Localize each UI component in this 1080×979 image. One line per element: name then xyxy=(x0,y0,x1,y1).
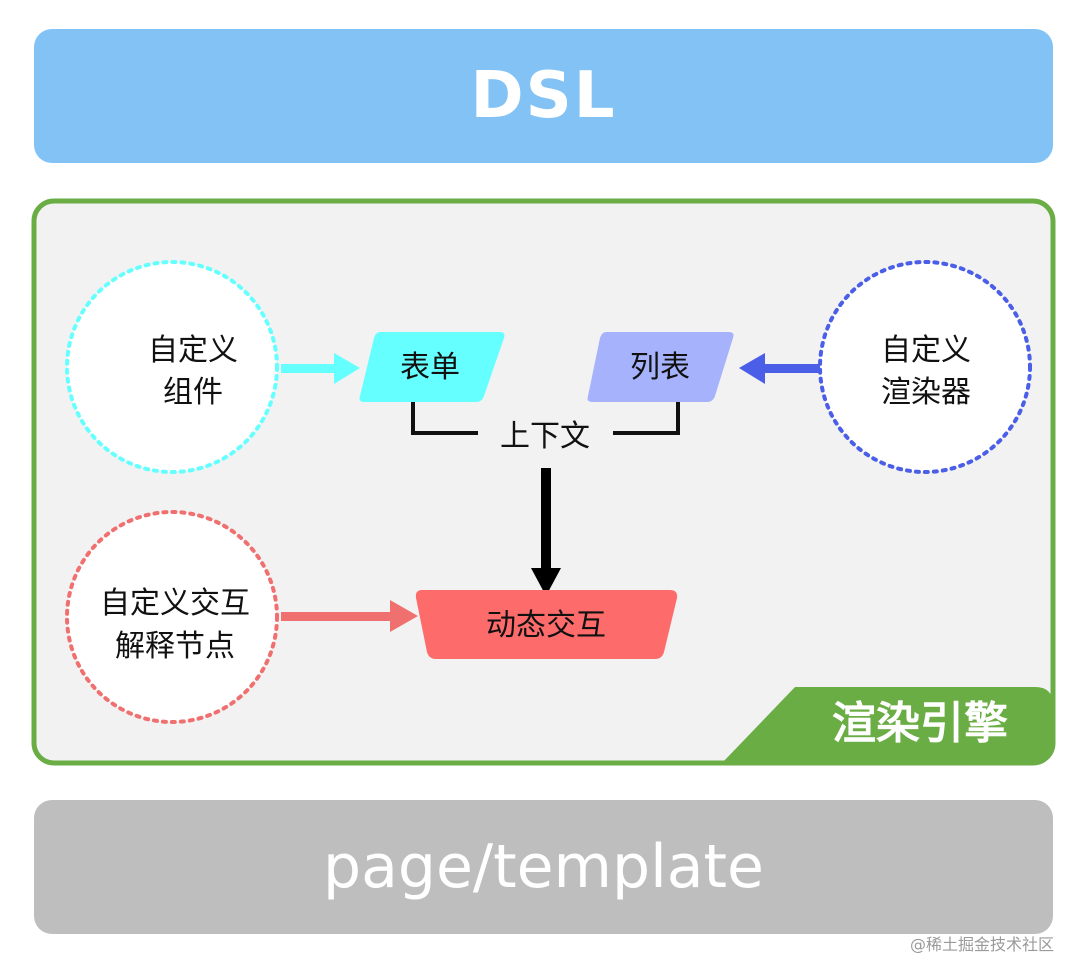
custom-interaction-label-2: 解释节点 xyxy=(115,629,235,664)
list-label: 列表 xyxy=(630,350,690,385)
form-label: 表单 xyxy=(400,350,460,385)
interaction-arrow-shaft xyxy=(281,612,393,621)
custom-interaction-label-1: 自定义交互 xyxy=(100,586,250,621)
custom-renderer-label-2: 渲染器 xyxy=(881,375,971,410)
component-arrow-shaft xyxy=(281,364,341,373)
form-node xyxy=(359,332,505,402)
dsl-layer: DSL xyxy=(34,29,1053,163)
context-bracket-left xyxy=(411,402,478,435)
custom-renderer-label-1: 自定义 xyxy=(881,333,971,368)
watermark: @稀土掘金技术社区 xyxy=(909,935,1054,954)
context-bracket-right xyxy=(613,402,680,435)
context-arrow-head xyxy=(531,568,561,596)
list-node xyxy=(587,332,734,402)
renderer-arrow-shaft xyxy=(758,364,820,373)
renderer-arrow-head xyxy=(739,353,765,384)
render-engine-label: 渲染引擎 xyxy=(832,698,1008,749)
custom-component-label-1: 自定义 xyxy=(148,333,238,368)
dynamic-interaction-label: 动态交互 xyxy=(486,608,606,643)
custom-component-label-2: 组件 xyxy=(163,375,223,410)
custom-interaction-circle xyxy=(65,510,279,724)
context-arrow-shaft xyxy=(541,468,551,572)
dynamic-interaction-node xyxy=(415,590,678,659)
custom-renderer-circle xyxy=(818,260,1032,474)
interaction-arrow-head xyxy=(390,600,418,632)
render-engine-tab xyxy=(722,687,1053,763)
component-arrow-head xyxy=(334,353,360,384)
page-template-layer: page/template xyxy=(34,800,1053,934)
context-label: 上下文 xyxy=(500,419,590,454)
custom-component-circle xyxy=(65,260,279,474)
